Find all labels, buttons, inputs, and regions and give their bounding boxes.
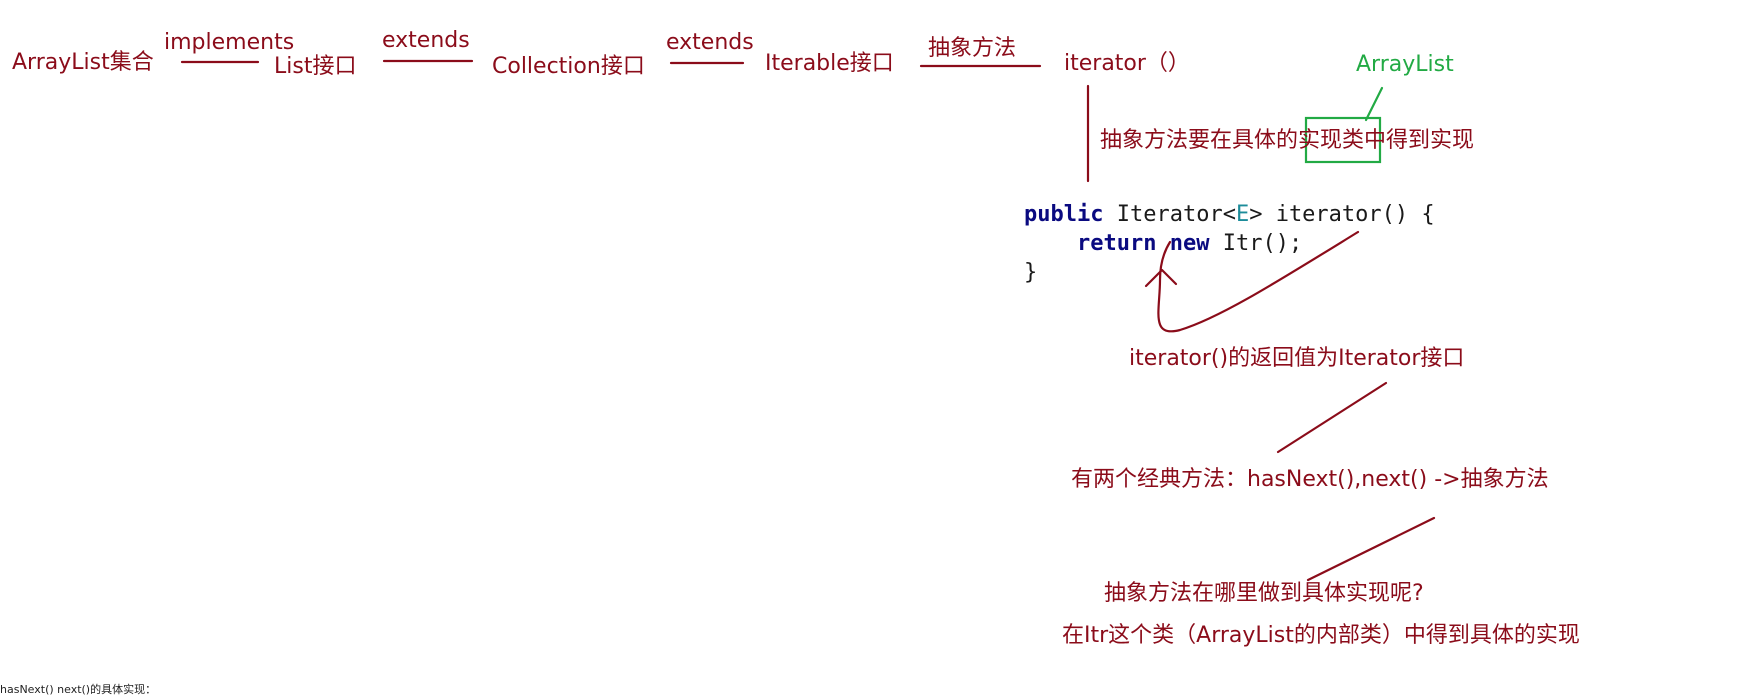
label-implements: implements — [164, 30, 295, 55]
label-abstract-method: 抽象方法 — [928, 36, 1017, 61]
code-kw-new: new — [1169, 231, 1210, 256]
label-iterator-call: iterator（） — [1064, 51, 1190, 76]
code-kw-return: return — [1076, 231, 1157, 256]
code-sig-rest: > iterator() { — [1249, 202, 1435, 227]
highlight-box — [1304, 116, 1382, 164]
note-classic-methods: 有两个经典方法：hasNext(),next() ->抽象方法 — [1071, 467, 1549, 492]
code-kw-public: public — [1024, 202, 1104, 227]
note-impl-after: 中得到实现 — [1364, 128, 1475, 153]
label-arraylist-collection: ArrayList集合 — [12, 50, 154, 75]
label-extends-1: extends — [382, 28, 470, 53]
note-return-value: iterator()的返回值为Iterator接口 — [1129, 346, 1465, 371]
return-arrow-head — [1144, 268, 1178, 288]
code-sig-type: Iterator< — [1116, 202, 1236, 227]
code-block: public Iterator<E> iterator() { return n… — [1024, 200, 1435, 287]
note-where-question: 抽象方法在哪里做到具体实现呢? — [1104, 581, 1424, 606]
note-impl-highlighted: 实现类 — [1298, 128, 1365, 153]
note-implementation-class: 抽象方法要在具体的实现类中得到实现 — [1100, 128, 1474, 154]
label-arraylist-green: ArrayList — [1356, 52, 1454, 77]
highlight-connector — [1364, 86, 1384, 122]
return-arrow-curve — [1157, 230, 1360, 333]
code-body-rest: Itr(); — [1222, 231, 1303, 256]
label-collection-interface: Collection接口 — [492, 54, 645, 79]
connector-to-where-question — [1306, 516, 1436, 582]
code-sig-generic: E — [1235, 202, 1250, 227]
code-line-3: } — [1024, 260, 1038, 285]
label-list-interface: List接口 — [274, 54, 357, 79]
note-itr-answer: 在Itr这个类（ArrayList的内部类）中得到具体的实现 — [1062, 623, 1580, 648]
note-impl-before: 抽象方法要在具体的 — [1100, 128, 1299, 153]
footer-text: hasNext() next()的具体实现： — [0, 683, 157, 696]
code-line-1: public Iterator<E> iterator() { — [1024, 202, 1435, 227]
label-extends-2: extends — [666, 30, 754, 55]
code-line-2: return new Itr(); — [1024, 231, 1302, 256]
label-iterable-interface: Iterable接口 — [765, 51, 894, 76]
connector-to-classic-methods — [1276, 381, 1388, 454]
